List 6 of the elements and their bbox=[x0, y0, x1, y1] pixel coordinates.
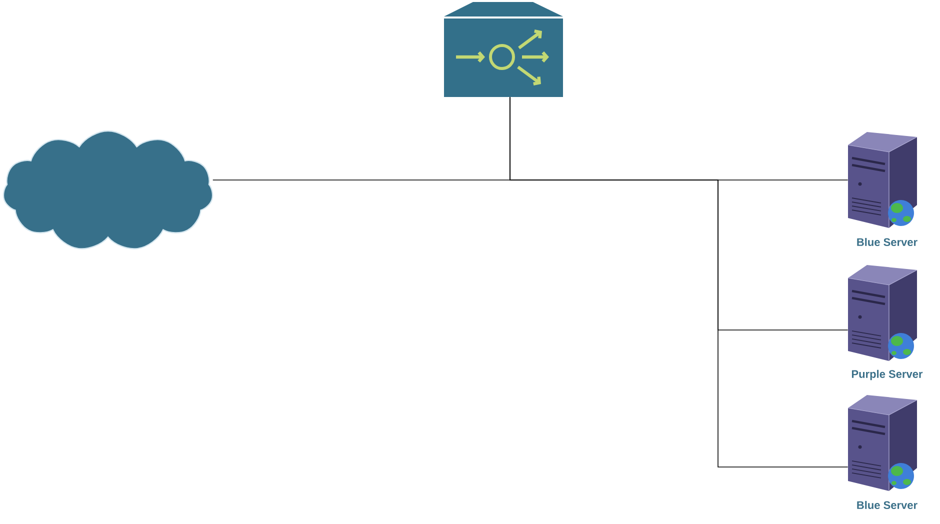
cloud bbox=[2, 130, 214, 250]
server-label: Blue Server bbox=[857, 238, 918, 246]
server-label: Purple Server bbox=[852, 370, 923, 380]
connector-line bbox=[510, 96, 848, 468]
load-balancer-icon bbox=[444, 2, 563, 97]
server-label: Blue Server bbox=[857, 500, 918, 510]
